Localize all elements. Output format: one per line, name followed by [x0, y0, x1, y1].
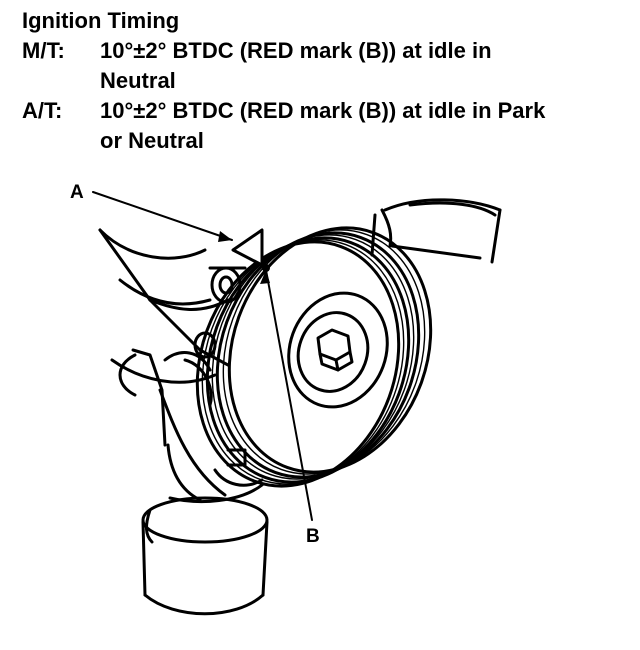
spec-value-at-line-2: or Neutral [100, 128, 204, 153]
leader-line-a [92, 191, 233, 241]
spec-label-at: A/T: [22, 98, 63, 123]
upper-accessory [370, 198, 502, 264]
callout-b: B [306, 526, 320, 547]
arrowhead-b [260, 270, 270, 284]
spec-row-mt: M/T: 10°±2° BTDC (RED mark (B)) at idle … [22, 36, 622, 96]
arrowhead-a [218, 231, 232, 242]
leader-line-b [265, 269, 313, 521]
triangle-pointer-icon [231, 228, 264, 267]
timing-pointer-mark [231, 228, 264, 267]
dot-mark-icon [262, 264, 270, 272]
oil-filter [141, 483, 269, 616]
crankshaft-pulley-illustration: A B [70, 182, 502, 616]
pulley-grooves [201, 229, 426, 485]
spec-value-at-line-1: 10°±2° BTDC (RED mark (B)) at idle in Pa… [100, 98, 546, 123]
spec-value-mt-line-1: 10°±2° BTDC (RED mark (B)) at idle in [100, 38, 492, 63]
spec-value-at: 10°±2° BTDC (RED mark (B)) at idle in Pa… [100, 96, 622, 156]
engine-block-background [98, 228, 230, 384]
spec-value-mt-line-2: Neutral [100, 68, 176, 93]
center-bolt [316, 328, 354, 372]
spec-row-at: A/T: 10°±2° BTDC (RED mark (B)) at idle … [22, 96, 622, 156]
pulley-hub [287, 291, 389, 409]
spec-title: Ignition Timing [22, 8, 180, 33]
callout-a: A [70, 182, 84, 203]
spec-label-mt: M/T: [22, 38, 65, 63]
spec-value-mt: 10°±2° BTDC (RED mark (B)) at idle in Ne… [100, 36, 622, 96]
ignition-timing-spec: Ignition Timing M/T: 10°±2° BTDC (RED ma… [22, 6, 622, 156]
crankshaft-pulley [195, 226, 433, 488]
